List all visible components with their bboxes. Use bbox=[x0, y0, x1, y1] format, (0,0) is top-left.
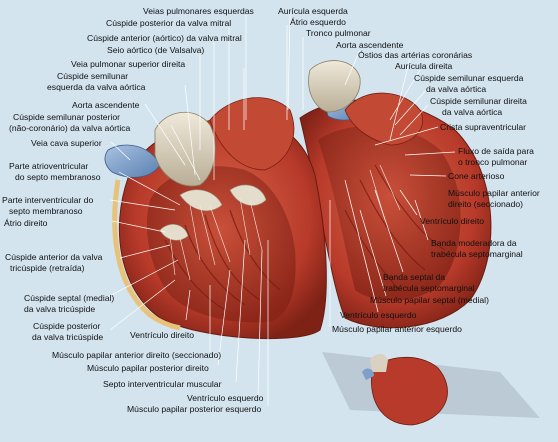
fat-rim bbox=[112, 179, 181, 331]
label-cuspide-septal-1: Cúspide septal (medial) bbox=[24, 293, 115, 303]
label-veia-cava-superior: Veia cava superior bbox=[31, 138, 102, 148]
label-cone-arterioso: Cone arterioso bbox=[448, 171, 505, 181]
label-ventriculo-esquerdo-right: Ventrículo esquerdo bbox=[340, 310, 417, 320]
label-parte-interventricular-1: Parte interventricular do bbox=[2, 195, 94, 205]
label-cuspide-anterior-mitral: Cúspide anterior (aórtico) da valva mitr… bbox=[87, 33, 242, 43]
label-aorta-ascendente-left: Aorta ascendente bbox=[72, 100, 140, 110]
label-parte-atrioventricular-1: Parte atrioventricular bbox=[9, 161, 89, 171]
label-cuspide-semilunar-esq-pulm-2: da valva aórtica bbox=[426, 84, 487, 94]
label-banda-moderadora-2: trabécula septomarginal bbox=[431, 249, 523, 259]
label-seio-aortico: Seio aórtico (de Valsalva) bbox=[107, 45, 205, 55]
label-cuspide-anterior-tric-2: tricúspide (retraída) bbox=[10, 263, 85, 273]
label-fluxo-saida-2: o tronco pulmonar bbox=[458, 157, 528, 167]
label-septo-interventricular: Septo interventricular muscular bbox=[103, 379, 222, 389]
valve-leaflets bbox=[159, 184, 267, 241]
label-crista-supraventricular: Crista supraventricular bbox=[440, 122, 526, 132]
label-cuspide-semilunar-dir-2: da valva aórtica bbox=[442, 107, 503, 117]
label-cuspide-septal-2: da valva tricúspide bbox=[24, 304, 96, 314]
label-cuspide-posterior-tric-1: Cúspide posterior bbox=[33, 321, 101, 331]
label-veias-pulmonares-esquerdas: Veias pulmonares esquerdas bbox=[143, 6, 254, 16]
label-cuspide-semilunar-post-2: (não-coronário) da valva aórtica bbox=[9, 123, 131, 133]
label-banda-septal-1: Banda septal da bbox=[383, 272, 446, 282]
chordae bbox=[169, 164, 401, 281]
label-musculo-papilar-post-esq: Músculo papilar posterior esquerdo bbox=[127, 404, 262, 414]
label-cuspide-semilunar-esq-1: Cúspide semilunar bbox=[57, 71, 129, 81]
label-atrio-esquerdo: Átrio esquerdo bbox=[290, 17, 346, 27]
label-veia-pulmonar-superior-direita: Veia pulmonar superior direita bbox=[71, 59, 186, 69]
trabeculae bbox=[164, 164, 446, 311]
label-ventriculo-direito-right: Ventrículo direito bbox=[420, 216, 485, 226]
label-auricula-esquerda: Aurícula esquerda bbox=[278, 6, 348, 16]
label-parte-atrioventricular-2: do septo membranoso bbox=[15, 172, 101, 182]
label-cuspide-posterior-tric-2: da valva tricúspide bbox=[32, 332, 104, 342]
label-ventriculo-direito-bottom: Ventrículo direito bbox=[130, 330, 195, 340]
label-cuspide-semilunar-post-1: Cúspide semilunar posterior bbox=[13, 112, 120, 122]
label-auricula-direita: Aurícula direita bbox=[395, 61, 453, 71]
label-ventriculo-esquerdo-bottom: Ventrículo esquerdo bbox=[187, 393, 264, 403]
label-tronco-pulmonar: Tronco pulmonar bbox=[306, 28, 371, 38]
leader-lines bbox=[101, 13, 456, 406]
left-cavity bbox=[146, 166, 296, 323]
label-fluxo-saida-1: Fluxo de saída para bbox=[458, 146, 534, 156]
label-musculo-papilar-septal: Músculo papilar septal (medial) bbox=[370, 295, 489, 305]
superior-vena-cava bbox=[104, 144, 161, 178]
label-musculo-papilar-ant-dir-1: Músculo papilar anterior bbox=[448, 188, 540, 198]
label-aorta-ascendente-top: Aorta ascendente bbox=[336, 40, 404, 50]
label-parte-interventricular-2: septo membranoso bbox=[9, 206, 83, 216]
label-musculo-papilar-post-dir: Músculo papilar posterior direito bbox=[87, 363, 209, 373]
label-musculo-papilar-ant-dir-secc: Músculo papilar anterior direito (seccio… bbox=[52, 350, 222, 360]
aortic-root-2 bbox=[308, 60, 361, 113]
label-cuspide-posterior-mitral: Cúspide posterior da valva mitral bbox=[106, 18, 232, 28]
label-ostios-coronarias: Óstios das artérias coronárias bbox=[358, 50, 473, 60]
label-musculo-papilar-ant-dir-2: direito (seccionado) bbox=[448, 199, 523, 209]
label-atrio-direito: Átrio direito bbox=[4, 218, 48, 228]
label-banda-moderadora-1: Banda moderadora da bbox=[431, 238, 517, 248]
right-ventricle-cavity bbox=[318, 125, 461, 301]
label-cuspide-anterior-tric-1: Cúspide anterior da valva bbox=[5, 252, 103, 262]
label-banda-septal-2: trabécula septomarginal bbox=[383, 283, 475, 293]
label-cuspide-semilunar-esq-2: esquerda da valva aórtica bbox=[47, 82, 146, 92]
label-musculo-papilar-ant-esq: Músculo papilar anterior esquerdo bbox=[332, 324, 462, 334]
orientation-inset bbox=[322, 352, 540, 426]
label-cuspide-semilunar-esq-pulm-1: Cúspide semilunar esquerda bbox=[414, 73, 524, 83]
label-cuspide-semilunar-dir-1: Cúspide semilunar direita bbox=[430, 96, 527, 106]
